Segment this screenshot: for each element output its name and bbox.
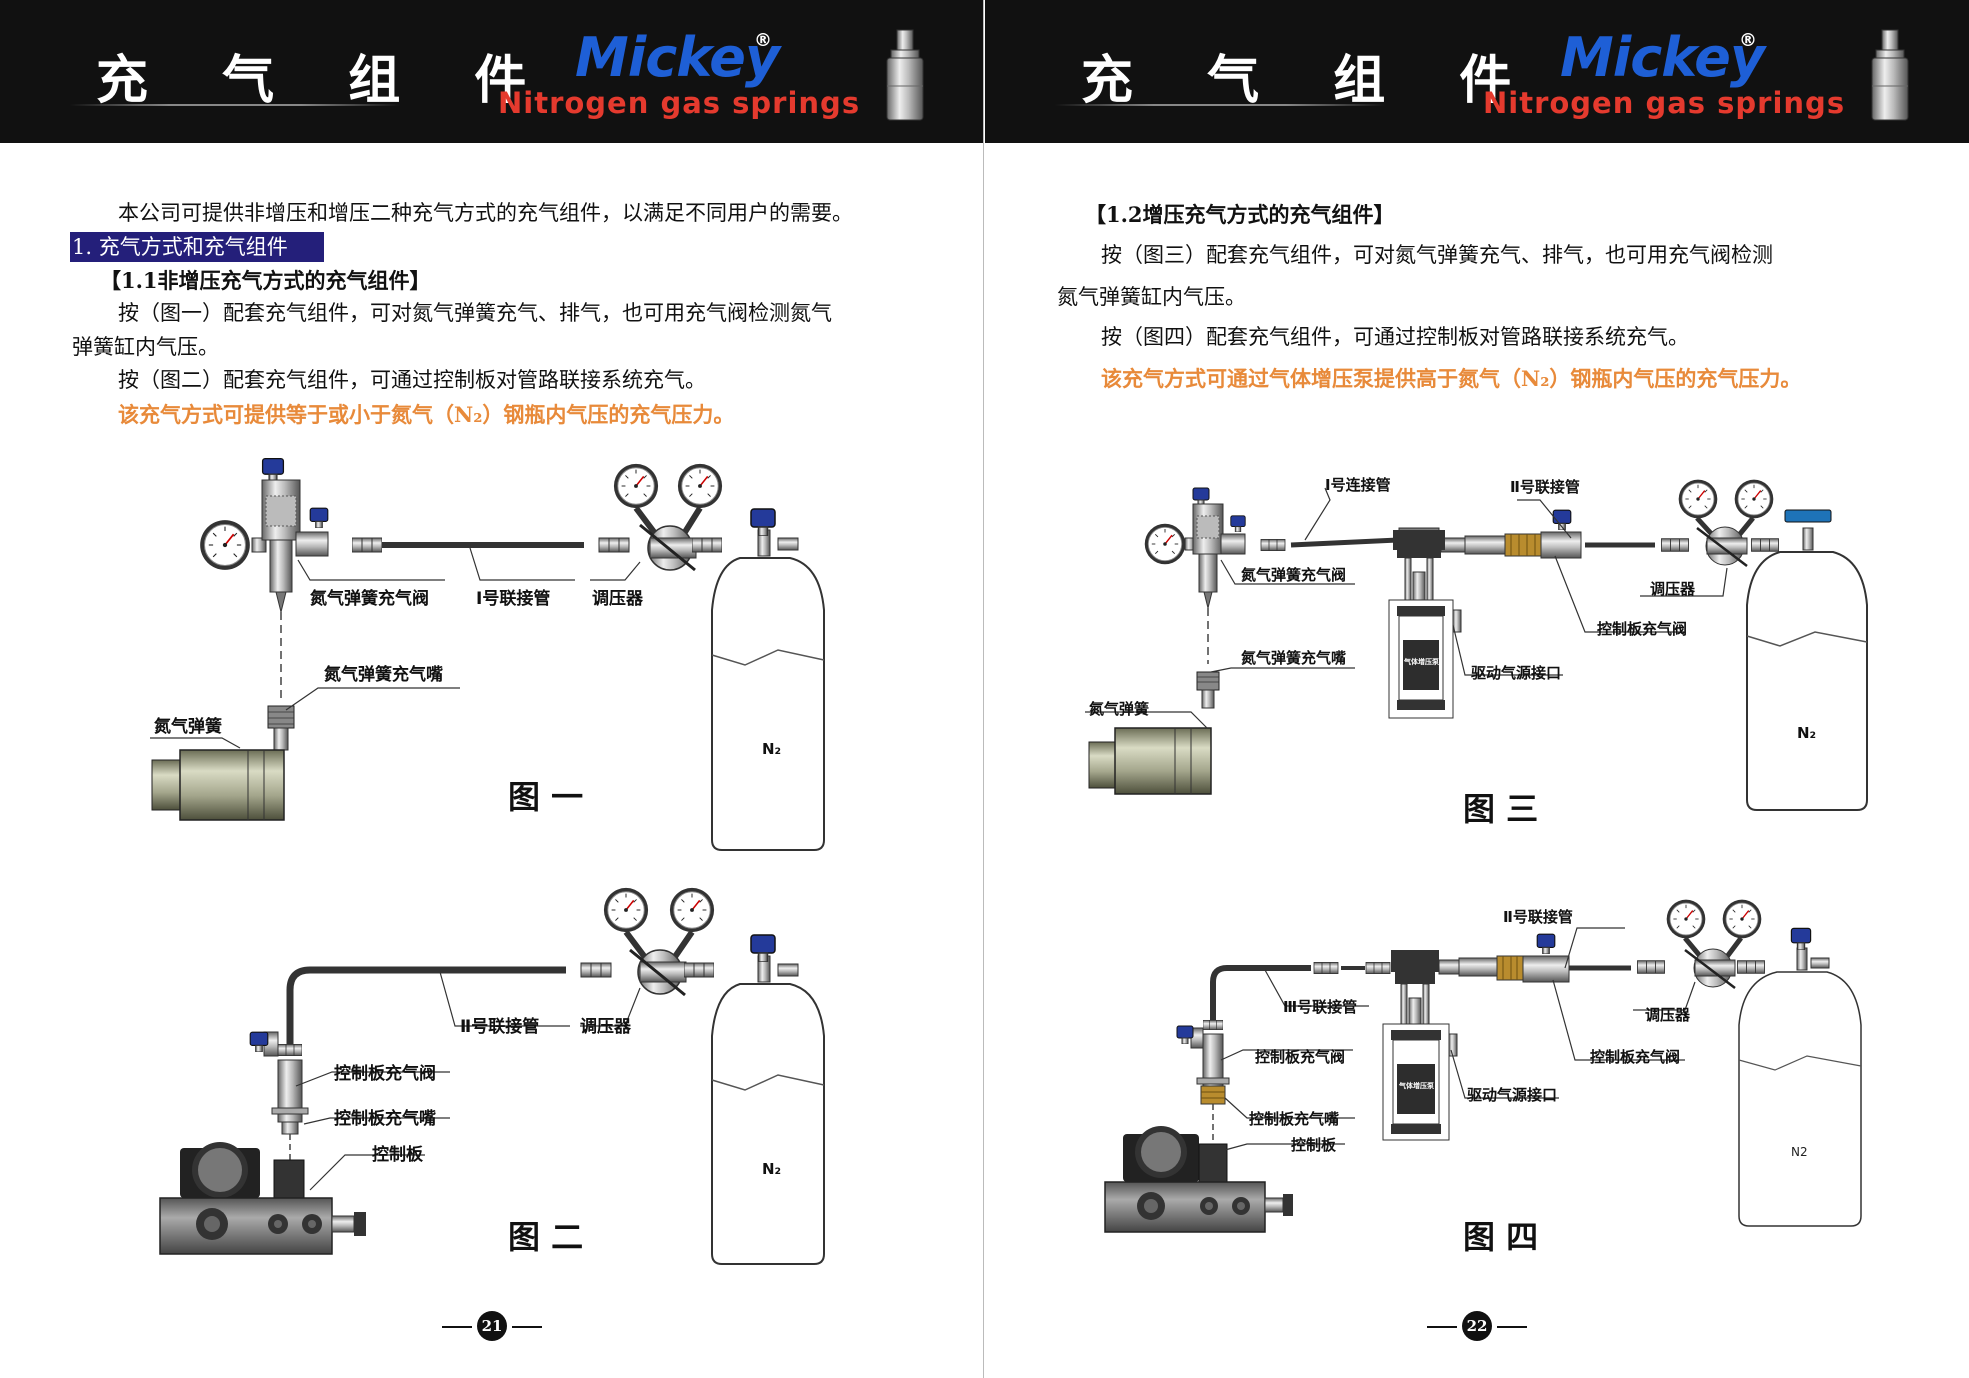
left-header: 充 气 组 件 Mickey ® Nitrogen gas springs (0, 0, 983, 143)
figure-2: N₂ (159, 887, 825, 1265)
figure-4: N2 (1104, 899, 1862, 1256)
figure-3: N₂ (1085, 476, 1868, 828)
nitrogen-cylinder-1: N₂ (711, 508, 825, 851)
brand-tagline: Nitrogen gas springs (498, 86, 861, 120)
panel-valve-3 (1440, 509, 1582, 559)
fig4-valve-right-label: 控制板充气阀 (1590, 1048, 1680, 1066)
gas-spring-icon (1871, 29, 1909, 121)
page-number: 21 (477, 1311, 507, 1341)
registered-mark: ® (1739, 30, 1757, 51)
nitrogen-cylinder-2: N₂ (711, 934, 825, 1265)
gas-spring-icon (886, 29, 924, 121)
fig3-hose1-label: Ⅰ号连接管 (1325, 476, 1391, 494)
fig2-hose-label: Ⅱ号联接管 (460, 1016, 539, 1037)
highlight-text: 该充气方式可通过气体增压泵提供高于氮气（N₂）钢瓶内气压的充气压力。 (1101, 366, 1802, 391)
control-panel-2 (159, 1142, 366, 1255)
paragraph-3-line-1: 按（图三）配套充气组件，可对氮气弹簧充气、排气，也可用充气阀检测 (1101, 243, 1773, 267)
fig3-hose2-label: Ⅱ号联接管 (1510, 478, 1580, 496)
charging-valve-1 (199, 457, 382, 613)
fig3-panel-valve-label: 控制板充气阀 (1597, 620, 1687, 638)
pump-label-3: 气体增压泵 (1403, 657, 1439, 666)
left-diagrams: N₂ (150, 457, 825, 1265)
highlight-text: 该充气方式可提供等于或小于氮气（N₂）钢瓶内气压的充气压力。 (118, 402, 735, 427)
fig3-valve-label: 氮气弹簧充气阀 (1241, 566, 1346, 584)
fig4-panel-label: 控制板 (1291, 1136, 1337, 1154)
fig2-caption: 图 二 (508, 1218, 583, 1256)
fig1-caption: 图 一 (508, 778, 583, 816)
gas-spring-3 (1088, 671, 1220, 795)
paragraph-1-line-1: 按（图一）配套充气组件，可对氮气弹簧充气、排气，也可用充气阀检测氮气 (118, 301, 832, 325)
gas-spring-1 (151, 705, 295, 821)
booster-pump-3: 气体增压泵 (1388, 527, 1462, 719)
regulator-1 (598, 463, 723, 572)
right-header: 充 气 组 件 Mickey ® Nitrogen gas springs (985, 0, 1969, 143)
paragraph-4: 按（图四）配套充气组件，可通过控制板对管路联接系统充气。 (1101, 325, 1689, 349)
header-underline (1055, 104, 1385, 106)
fig4-hose3-label: Ⅲ号联接管 (1283, 998, 1357, 1016)
paragraph-3-line-2: 氮气弹簧缸内气压。 (1057, 285, 1246, 309)
fig1-nozzle-label: 氮气弹簧充气嘴 (324, 664, 443, 685)
brand-logo: Mickey (1560, 26, 1765, 89)
right-diagrams: N₂ (1085, 476, 1868, 1256)
paragraph-2: 按（图二）配套充气组件，可通过控制板对管路联接系统充气。 (118, 368, 706, 392)
header-title: 充 气 组 件 (1081, 51, 1540, 111)
fig3-spring-label: 氮气弹簧 (1089, 700, 1149, 718)
fig1-regulator-label: 调压器 (592, 589, 644, 609)
right-page: 充 气 组 件 Mickey ® Nitrogen gas springs 【1… (985, 0, 1969, 1378)
nitrogen-cylinder-3: N₂ (1746, 509, 1868, 811)
cylinder-label-3: N₂ (1797, 724, 1816, 742)
cylinder-label-1: N₂ (762, 740, 781, 758)
fig2-regulator-label: 调压器 (580, 1017, 632, 1037)
fig2-panel-label: 控制板 (372, 1144, 424, 1165)
fig3-nozzle-label: 氮气弹簧充气嘴 (1241, 649, 1346, 667)
fig4-nozzle-label: 控制板充气嘴 (1249, 1110, 1339, 1128)
header-title: 充 气 组 件 (96, 51, 555, 111)
cylinder-label-4: N2 (1791, 1145, 1808, 1159)
booster-pump-4: 气体增压泵 (1365, 950, 1458, 1141)
fig4-caption: 图 四 (1463, 1218, 1538, 1256)
paragraph-1-line-2: 弹簧缸内气压。 (72, 335, 219, 359)
nitrogen-cylinder-4: N2 (1738, 927, 1862, 1227)
page-number-line-left (1427, 1326, 1457, 1328)
control-panel-4 (1104, 1126, 1293, 1233)
subheading-1-2: 【1.2增压充气方式的充气组件】 (1085, 202, 1395, 227)
left-page: 充 气 组 件 Mickey ® Nitrogen gas springs 本公… (0, 0, 984, 1378)
brand-tagline: Nitrogen gas springs (1483, 86, 1846, 120)
fig3-drive-label: 驱动气源接口 (1471, 664, 1561, 682)
panel-valve-4-left (1176, 1019, 1230, 1105)
page-number-line-left (442, 1326, 472, 1328)
charging-valve-3 (1144, 487, 1286, 609)
section-heading: 1. 充气方式和充气组件 (70, 232, 324, 262)
panel-valve-4 (1438, 933, 1570, 983)
cylinder-label-2: N₂ (762, 1160, 781, 1178)
brand-logo: Mickey (575, 26, 780, 89)
regulator-4 (1636, 899, 1766, 989)
fig4-regulator-label: 调压器 (1645, 1006, 1691, 1024)
hose-3a (1290, 537, 1400, 548)
header-underline (70, 104, 400, 106)
hose-2 (286, 966, 566, 1045)
hose-4a (1210, 965, 1311, 1020)
panel-valve-2 (249, 1031, 309, 1135)
page-number-line-right (1497, 1326, 1527, 1328)
page-number: 22 (1462, 1311, 1492, 1341)
fig2-nozzle-label: 控制板充气嘴 (334, 1108, 436, 1129)
figure-1: N₂ (150, 457, 825, 851)
regulator-2 (580, 887, 715, 997)
fig3-caption: 图 三 (1463, 790, 1538, 828)
pump-label-4: 气体增压泵 (1398, 1081, 1434, 1090)
fig4-hose2-label: Ⅱ号联接管 (1503, 908, 1573, 926)
fig1-hose-label: Ⅰ号联接管 (476, 588, 550, 609)
intro-text: 本公司可提供非增压和增压二种充气方式的充气组件，以满足不同用户的需要。 (118, 201, 853, 225)
fig2-valve-label: 控制板充气阀 (334, 1063, 436, 1084)
page-number-line-right (512, 1326, 542, 1328)
fig1-spring-label: 氮气弹簧 (154, 716, 222, 737)
fig3-regulator-label: 调压器 (1650, 580, 1696, 598)
subheading-1-1: 【1.1非增压充气方式的充气组件】 (100, 268, 431, 293)
fig1-valve-label: 氮气弹簧充气阀 (310, 588, 429, 609)
fig4-drive-label: 驱动气源接口 (1467, 1086, 1557, 1104)
regulator-3 (1660, 479, 1780, 567)
registered-mark: ® (754, 30, 772, 51)
fig4-valve-left-label: 控制板充气阀 (1255, 1048, 1345, 1066)
